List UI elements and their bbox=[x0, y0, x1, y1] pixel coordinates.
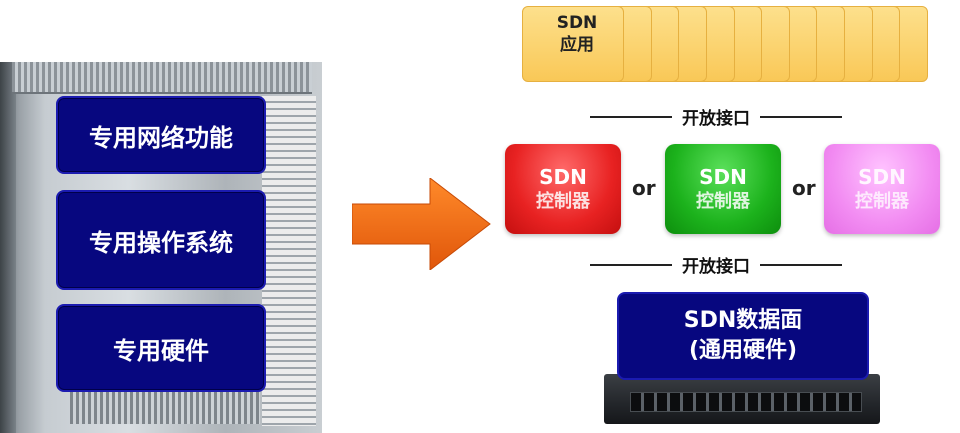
proprietary-os-label: 专用操作系统 bbox=[89, 228, 233, 257]
proprietary-network-function-label: 专用网络功能 bbox=[89, 123, 233, 152]
server-rack-slots bbox=[262, 96, 316, 426]
sdn-apps-label-line1: SDN bbox=[556, 13, 598, 33]
interface-line-right bbox=[760, 263, 842, 266]
sdn-data-plane-block: SDN数据面 (通用硬件) bbox=[617, 292, 869, 380]
sdn-controller-red: SDN 控制器 bbox=[505, 144, 621, 234]
proprietary-network-function-block: 专用网络功能 bbox=[56, 96, 266, 174]
interface-line-left bbox=[590, 263, 672, 266]
open-interface-bottom-label: 开放接口 bbox=[682, 257, 750, 277]
proprietary-hardware-label: 专用硬件 bbox=[113, 336, 209, 365]
sdn-app-card bbox=[522, 6, 624, 82]
open-interface-top-label: 开放接口 bbox=[682, 109, 750, 129]
controller-subtitle: 控制器 bbox=[855, 191, 909, 212]
controller-title: SDN bbox=[699, 165, 747, 189]
sdn-controller-green: SDN 控制器 bbox=[665, 144, 781, 234]
sdn-controller-pink: SDN 控制器 bbox=[824, 144, 940, 234]
controller-subtitle: 控制器 bbox=[696, 191, 750, 212]
open-interface-top: 开放接口 bbox=[590, 104, 842, 129]
controller-subtitle: 控制器 bbox=[536, 191, 590, 212]
sdn-apps-stack bbox=[522, 6, 928, 82]
proprietary-hardware-block: 专用硬件 bbox=[56, 304, 266, 392]
data-plane-title: SDN数据面 bbox=[683, 308, 803, 333]
controller-title: SDN bbox=[858, 165, 906, 189]
server-rack-side bbox=[0, 62, 16, 433]
switch-ports bbox=[630, 392, 862, 412]
transition-arrow-icon bbox=[352, 178, 491, 270]
data-plane-subtitle: (通用硬件) bbox=[688, 338, 798, 363]
open-interface-bottom: 开放接口 bbox=[590, 252, 842, 277]
proprietary-os-block: 专用操作系统 bbox=[56, 190, 266, 290]
controller-title: SDN bbox=[539, 165, 587, 189]
server-rack-vent-bottom bbox=[70, 392, 260, 424]
or-separator: or bbox=[632, 176, 656, 200]
sdn-apps-label-line2: 应用 bbox=[560, 35, 594, 55]
interface-line-right bbox=[760, 115, 842, 118]
server-rack-vent-top bbox=[12, 62, 312, 94]
interface-line-left bbox=[590, 115, 672, 118]
or-separator: or bbox=[792, 176, 816, 200]
sdn-apps-label: SDN 应用 bbox=[546, 12, 608, 56]
